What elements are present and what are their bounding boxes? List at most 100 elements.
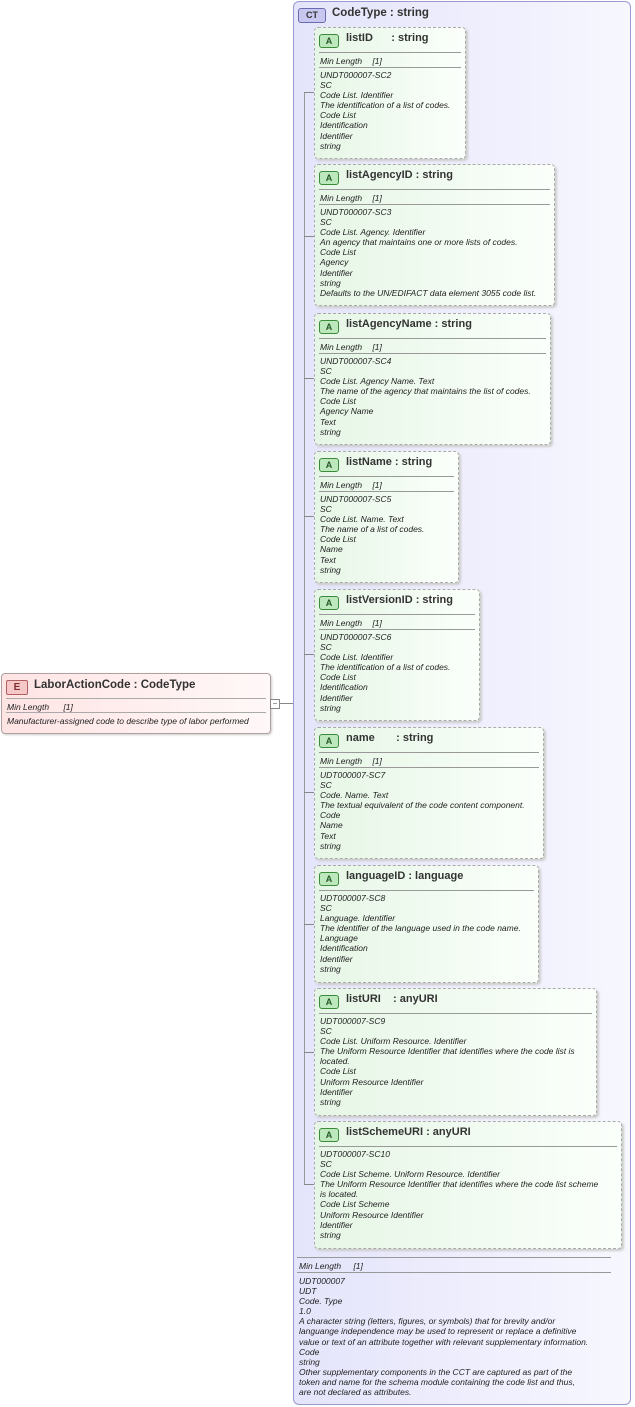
detail-line: string <box>320 426 341 437</box>
attribute-separator <box>319 67 461 68</box>
detail-line: Code List <box>320 1066 356 1077</box>
element-box[interactable]: E LaborActionCode : CodeType Min Length … <box>1 673 271 734</box>
attribute-separator <box>319 1146 617 1147</box>
detail-line: string <box>320 277 341 288</box>
min-length-value: [1] <box>372 342 382 352</box>
attribute-details: UDT000007-SC10 SC Code List Scheme. Unif… <box>320 1149 598 1240</box>
element-separator <box>6 712 266 713</box>
attribute-details: UNDT000007-SC6 SC Code List. Identifier … <box>320 632 450 713</box>
detail-line: Code List <box>320 110 356 121</box>
min-length-value: [1] <box>353 1261 363 1271</box>
min-length-value: [1] <box>372 756 382 766</box>
detail-line: Code List. Identifier <box>320 90 394 101</box>
attribute-separator <box>319 890 534 891</box>
attribute-box-listagencyname[interactable]: A listAgencyName : string Min Length [1]… <box>314 313 551 445</box>
attribute-connector-tick <box>304 924 314 925</box>
detail-line: Text <box>320 554 336 565</box>
detail-line: A character string (letters, figures, or… <box>299 1316 556 1327</box>
detail-line: Code List. Name. Text <box>320 514 404 525</box>
attribute-box-listuri[interactable]: A listURI : anyURI UDT000007-SC9 SC Code… <box>314 988 597 1116</box>
detail-line: Code List. Uniform Resource. Identifier <box>320 1036 467 1047</box>
attribute-min-length: Min Length [1] <box>320 342 382 352</box>
min-length-label: Min Length <box>320 618 363 628</box>
attribute-name: listVersionID : string <box>346 594 453 606</box>
detail-line: Agency Name <box>320 406 374 417</box>
element-separator <box>6 698 266 699</box>
detail-line: Code List. Agency. Identifier <box>320 227 426 238</box>
detail-line: UDT000007 <box>299 1276 345 1286</box>
detail-line: Uniform Resource Identifier <box>320 1209 424 1220</box>
detail-line: Text <box>320 416 336 427</box>
detail-line: Code List. Identifier <box>320 652 394 663</box>
attribute-name: listName : string <box>346 456 433 468</box>
attribute-details: UNDT000007-SC2 SC Code List. Identifier … <box>320 70 450 151</box>
detail-line: The name of a list of codes. <box>320 524 425 535</box>
detail-line: The name of the agency that maintains th… <box>320 386 531 397</box>
detail-line: Code <box>320 810 341 821</box>
attribute-connector-tick <box>304 92 314 93</box>
detail-line: UDT000007-SC10 <box>320 1149 390 1159</box>
attribute-box-listname[interactable]: A listName : string Min Length [1] UNDT0… <box>314 451 459 583</box>
detail-line: string <box>320 963 341 974</box>
detail-line: Uniform Resource Identifier <box>320 1076 424 1087</box>
detail-line: Identifier <box>320 1219 353 1230</box>
attribute-badge: A <box>319 596 339 610</box>
min-length-label: Min Length <box>299 1261 342 1271</box>
attribute-name: name : string <box>346 732 434 744</box>
detail-line: Identifier <box>320 953 353 964</box>
attribute-connector-tick <box>304 516 314 517</box>
detail-line: UDT <box>299 1286 317 1297</box>
detail-line: SC <box>320 1159 332 1170</box>
attribute-details: UNDT000007-SC4 SC Code List. Agency Name… <box>320 356 531 437</box>
attribute-name: listURI : anyURI <box>346 993 438 1005</box>
min-length-value: [1] <box>372 480 382 490</box>
detail-line: Other supplementary components in the CC… <box>299 1366 573 1377</box>
attribute-separator <box>319 204 550 205</box>
attribute-separator <box>319 491 454 492</box>
detail-line: string <box>320 1229 341 1240</box>
detail-line: The identifier of the language used in t… <box>320 923 521 934</box>
collapse-toggle-icon[interactable]: − <box>270 699 280 709</box>
attribute-min-length: Min Length [1] <box>320 618 382 628</box>
attribute-badge: A <box>319 458 339 472</box>
attribute-box-name[interactable]: A name : string Min Length [1] UDT000007… <box>314 727 544 859</box>
attribute-box-languageid[interactable]: A languageID : language UDT000007-SC8 SC… <box>314 865 539 983</box>
attribute-box-listagencyid[interactable]: A listAgencyID : string Min Length [1] U… <box>314 164 555 306</box>
min-length-label: Min Length <box>320 756 363 766</box>
detail-line: Name <box>320 544 343 555</box>
attribute-separator <box>319 767 539 768</box>
attribute-box-listversionid[interactable]: A listVersionID : string Min Length [1] … <box>314 589 480 721</box>
attribute-badge: A <box>319 872 339 886</box>
detail-line: The Uniform Resource Identifier that ide… <box>320 1179 599 1190</box>
detail-line: string <box>320 702 341 713</box>
detail-line: Name <box>320 820 343 831</box>
attribute-separator <box>319 353 546 354</box>
detail-line: UDT000007-SC7 <box>320 770 386 780</box>
attribute-box-listschemeuri[interactable]: A listSchemeURI : anyURI UDT000007-SC10 … <box>314 1121 622 1249</box>
detail-line: SC <box>320 903 332 914</box>
detail-line: Identifier <box>320 130 353 141</box>
attribute-connector-tick <box>304 378 314 379</box>
detail-line: SC <box>320 217 332 228</box>
attribute-min-length: Min Length [1] <box>320 193 382 203</box>
attribute-connector-line <box>304 92 305 1184</box>
attribute-connector-tick <box>304 1184 314 1185</box>
detail-line: Identifier <box>320 692 353 703</box>
attribute-connector-tick <box>304 792 314 793</box>
attribute-badge: A <box>319 34 339 48</box>
detail-line: Language. Identifier <box>320 913 396 924</box>
detail-line: value or text of an attribute together w… <box>299 1336 589 1347</box>
detail-line: string <box>320 564 341 575</box>
detail-line: SC <box>320 504 332 515</box>
element-title: LaborActionCode : CodeType <box>34 679 196 691</box>
attribute-box-listid[interactable]: A listID : string Min Length [1] UNDT000… <box>314 27 466 159</box>
min-length-label: Min Length <box>320 56 363 66</box>
footer-separator <box>297 1257 611 1258</box>
detail-line: are not declared as attributes. <box>299 1387 412 1398</box>
element-min-length: Min Length [1] <box>7 702 73 712</box>
detail-line: Language <box>320 933 358 944</box>
footer-details: UDT000007 UDT Code. Type 1.0 A character… <box>299 1276 617 1397</box>
detail-line: SC <box>320 1026 332 1037</box>
attribute-details: UNDT000007-SC5 SC Code List. Name. Text … <box>320 494 424 575</box>
attribute-details: UDT000007-SC7 SC Code. Name. Text The te… <box>320 770 525 851</box>
